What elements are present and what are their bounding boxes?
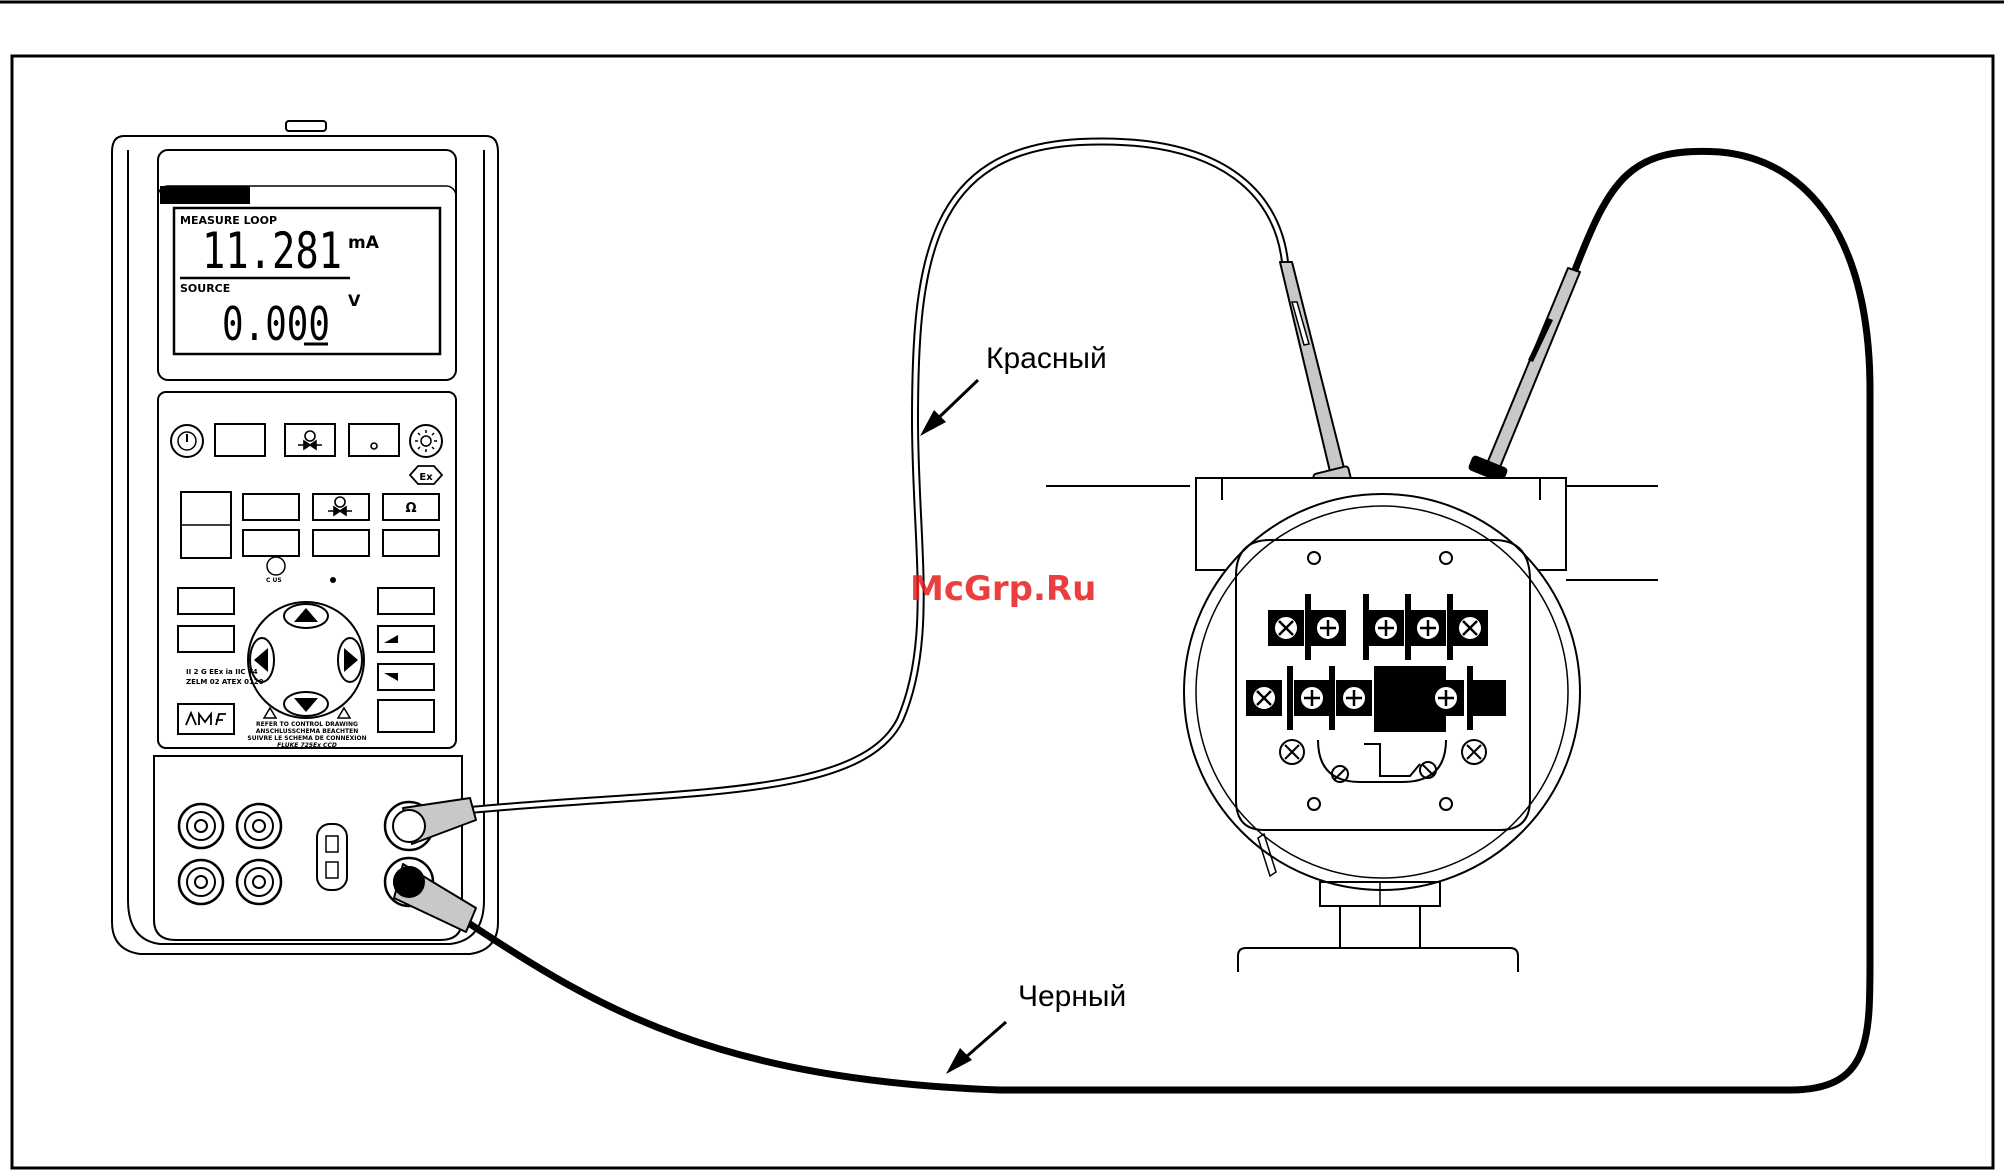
right-arrow-icon (344, 648, 358, 672)
source-value: 0.000 (222, 297, 330, 351)
atex-line-2: ZELM 02 ATEX 0120 (186, 678, 264, 686)
csa-mark: C US (266, 577, 282, 584)
watermark: McGrp.Ru (910, 569, 1096, 609)
brand-name: FLUKE (173, 186, 236, 204)
rtd-icon-2 (335, 497, 345, 507)
source-unit: V (348, 291, 361, 310)
amf-icon (186, 713, 226, 725)
black-lead-label: Черный (1018, 980, 1126, 1013)
ramp-up-icon (384, 635, 398, 643)
arrow-icon (946, 1048, 972, 1074)
source-label: SOURCE (180, 282, 230, 295)
down-arrow-icon (294, 698, 318, 712)
warning-line-2: ANSCHLUSSCHEMA BEACHTEN (256, 728, 358, 735)
warning-line-4: FLUKE 725Ex CCD (277, 742, 337, 749)
up-arrow-icon (294, 608, 318, 622)
red-lead-callout (920, 380, 978, 436)
pressure-transmitter (1046, 478, 1658, 972)
ex-mark: Ex (419, 472, 433, 483)
warning-line-1: REFER TO CONTROL DRAWING (256, 721, 358, 728)
rtd-icon (305, 431, 315, 441)
red-lead-label: Красный (986, 342, 1107, 375)
temperature-icon (371, 443, 377, 449)
ramp-down-icon (384, 673, 398, 681)
input-jacks (179, 804, 281, 904)
warning-line-3: SUIVRE LE SCHEMA DE CONNEXION (247, 735, 366, 742)
black-test-lead (393, 151, 1870, 1090)
atex-line-1: II 2 G EEx ia IIC T4 (186, 668, 258, 676)
measure-unit: mA (348, 233, 380, 253)
measure-value: 11.281 (202, 222, 342, 280)
black-lead-callout (946, 1022, 1006, 1074)
ohm-key-label: Ω (405, 501, 416, 516)
